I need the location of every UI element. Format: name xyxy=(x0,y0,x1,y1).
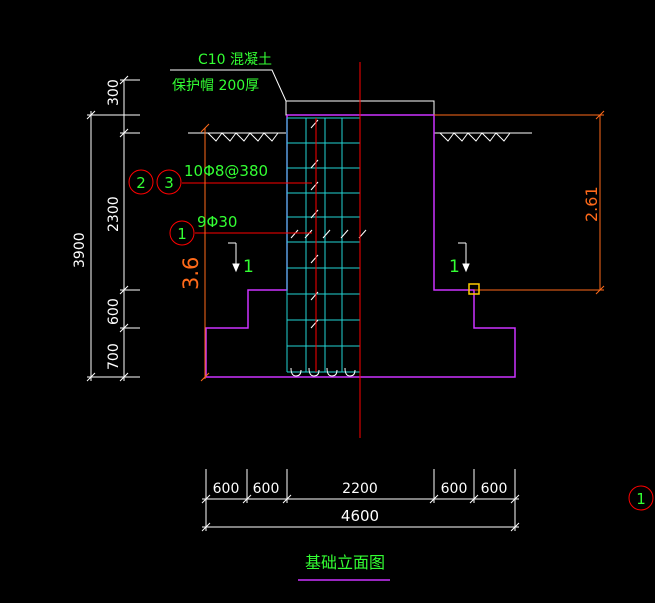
cap-leader-line xyxy=(170,69,287,102)
section-mark-left xyxy=(228,242,240,273)
rebar-1-label: 10Φ8@380 xyxy=(184,162,268,180)
horizontal-dim-600-d: 600 xyxy=(481,481,508,497)
bubble-2 xyxy=(128,169,154,195)
horizontal-dim-600-a: 600 xyxy=(213,481,240,497)
depth-dimension-right xyxy=(434,110,605,295)
cap-note-label: 保护帽 200厚 xyxy=(172,78,259,94)
vertical-dim-600: 600 xyxy=(106,298,122,325)
vertical-dim-total: 3900 xyxy=(72,232,88,268)
drawing-title: 基础立面图 xyxy=(305,553,385,572)
horizontal-dim-600-c: 600 xyxy=(441,481,468,497)
vertical-dimension-lines xyxy=(86,75,140,382)
selection-grip[interactable] xyxy=(468,283,480,295)
vertical-dim-2300: 2300 xyxy=(106,196,122,232)
horizontal-dimension-lines xyxy=(201,469,520,532)
concrete-grade-label: C10 混凝土 xyxy=(198,52,272,68)
depth-label-left: 3.6 xyxy=(179,257,203,290)
main-rebar-hooks xyxy=(290,367,356,377)
horizontal-dim-total: 4600 xyxy=(341,507,379,525)
rebar-cage xyxy=(286,117,361,373)
horizontal-dim-2200: 2200 xyxy=(342,481,378,497)
rebar-2-label: 9Φ30 xyxy=(197,213,237,231)
section-mark-left-label: 1 xyxy=(243,257,254,277)
section-mark-right-label: 1 xyxy=(449,257,460,277)
bubble-1 xyxy=(169,220,195,246)
ground-line-right xyxy=(434,132,532,142)
horizontal-dim-600-b: 600 xyxy=(253,481,280,497)
bubble-2-label: 2 xyxy=(136,174,146,192)
vertical-dim-700: 700 xyxy=(106,343,122,370)
bubble-3 xyxy=(156,169,182,195)
section-mark-right xyxy=(458,242,470,273)
foundation-outline xyxy=(205,114,516,378)
bubble-1-offscreen xyxy=(628,485,654,511)
bubble-1-offscreen-label: 1 xyxy=(636,490,646,508)
ground-line-left xyxy=(188,132,286,142)
depth-dimension-left xyxy=(200,123,210,382)
depth-label-right: 2.61 xyxy=(582,186,601,222)
vertical-dim-300: 300 xyxy=(106,79,122,106)
bubble-3-label: 3 xyxy=(164,174,174,192)
rebar-ticks xyxy=(290,119,367,329)
bubble-1-label: 1 xyxy=(177,225,187,243)
